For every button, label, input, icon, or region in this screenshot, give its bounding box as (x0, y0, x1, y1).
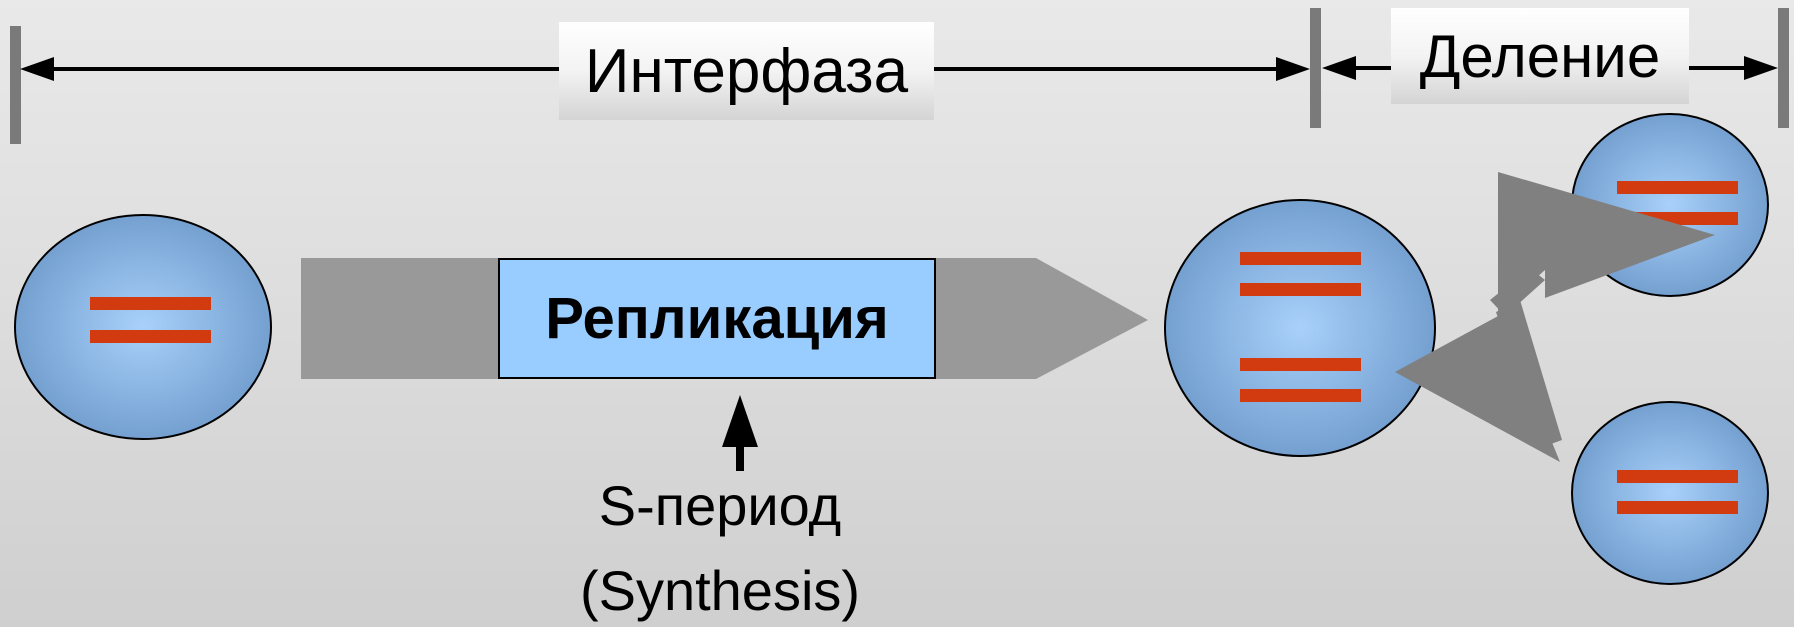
chromosome-bars-icon (1240, 358, 1361, 402)
interphase-left-arrowhead (20, 57, 54, 81)
cell-icon (1571, 401, 1769, 585)
cell-icon (14, 214, 272, 440)
division-arrow-up (1395, 172, 1715, 312)
interphase-right-arrowhead (1276, 57, 1310, 81)
division-arrow-down (1395, 315, 1560, 462)
chromosome-bars-icon (1617, 470, 1738, 514)
interphase-label: Интерфаза (559, 22, 934, 120)
division-arrow-up-shaft (1490, 268, 1545, 316)
replication-box: Репликация (498, 258, 936, 379)
synthesis-label: (Synthesis) (579, 559, 861, 622)
s-period-pointer (722, 395, 758, 471)
division-arrows (1395, 172, 1715, 462)
division-label: Деление (1391, 8, 1689, 104)
s-period-label: S-период (598, 474, 842, 537)
division-arrow-down-shaft (1496, 300, 1562, 448)
division-left-arrowhead (1322, 56, 1356, 80)
chromosome-bars-icon (1240, 252, 1361, 296)
timeline-end-tick (1778, 8, 1789, 128)
timeline-middle-tick (1310, 8, 1321, 128)
chromosome-bars-icon (90, 297, 211, 343)
daughter-cell-bottom (1571, 401, 1769, 585)
initial-cell (14, 214, 272, 440)
replicated-cell (1164, 199, 1436, 457)
chromosome-bars-icon (1617, 181, 1738, 225)
cell-icon (1164, 199, 1436, 457)
timeline-start-tick (10, 26, 21, 144)
division-right-arrowhead (1744, 56, 1778, 80)
